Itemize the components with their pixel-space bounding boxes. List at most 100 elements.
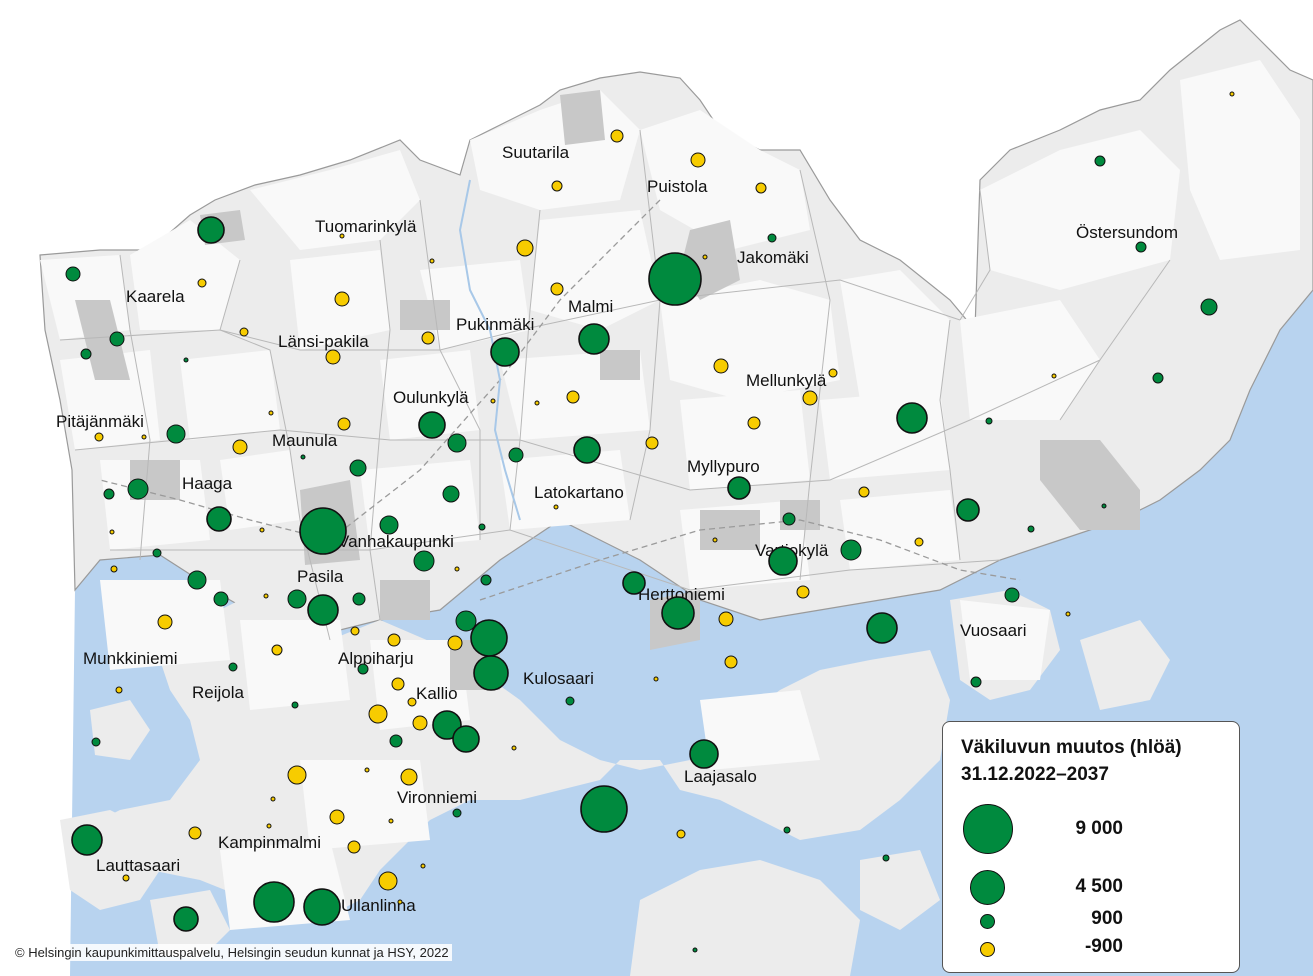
- decline-symbol: [645, 436, 659, 450]
- decline-symbol: [490, 398, 496, 404]
- growth-symbol: [197, 216, 225, 244]
- growth-symbol: [1152, 372, 1164, 384]
- decline-symbol: [263, 593, 269, 599]
- growth-symbol: [183, 357, 189, 363]
- growth-symbol: [782, 512, 796, 526]
- district-label: Pukinmäki: [456, 315, 534, 334]
- district-label: Kallio: [416, 684, 458, 703]
- decline-symbol: [271, 644, 283, 656]
- legend-item-9000: 9 000: [943, 804, 1239, 854]
- growth-symbol: [127, 478, 149, 500]
- growth-symbol: [622, 571, 646, 595]
- growth-symbol: [985, 417, 993, 425]
- decline-symbol: [747, 416, 761, 430]
- growth-symbol: [228, 662, 238, 672]
- growth-symbol: [303, 888, 341, 926]
- decline-symbol: [828, 368, 838, 378]
- district-label: Malmi: [568, 297, 613, 316]
- district-label: Alppiharju: [338, 649, 414, 668]
- district-label: Oulunkylä: [393, 388, 469, 407]
- decline-symbol: [420, 863, 426, 869]
- decline-symbol: [197, 278, 207, 288]
- decline-symbol: [339, 233, 345, 239]
- legend-symbol-900: [980, 914, 995, 929]
- decline-symbol: [266, 823, 272, 829]
- growth-symbol: [1200, 298, 1218, 316]
- growth-symbol: [1094, 155, 1106, 167]
- decline-symbol: [516, 239, 534, 257]
- growth-symbol: [287, 589, 307, 609]
- decline-symbol: [400, 768, 418, 786]
- legend: Väkiluvun muutos (hlöä) 31.12.2022–2037 …: [942, 721, 1240, 973]
- decline-symbol: [407, 697, 417, 707]
- legend-label-9000: 9 000: [1075, 818, 1123, 839]
- growth-symbol: [565, 696, 575, 706]
- decline-symbol: [724, 655, 738, 669]
- growth-symbol: [432, 710, 462, 740]
- district-label: Jakomäki: [737, 248, 809, 267]
- decline-symbol: [329, 809, 345, 825]
- decline-symbol: [429, 258, 435, 264]
- growth-symbol: [213, 591, 229, 607]
- district-label: Ullanlinna: [341, 896, 416, 915]
- growth-symbol: [413, 550, 435, 572]
- decline-symbol: [534, 400, 540, 406]
- decline-symbol: [378, 871, 398, 891]
- rail-lines: [99, 199, 1021, 601]
- growth-symbol: [478, 523, 486, 531]
- decline-symbol: [412, 715, 428, 731]
- decline-symbol: [188, 826, 202, 840]
- legend-label-minus900: -900: [1084, 936, 1123, 957]
- decline-symbol: [421, 331, 435, 345]
- growth-symbol: [970, 676, 982, 688]
- island-west: [90, 700, 150, 760]
- decline-symbol: [1051, 373, 1057, 379]
- decline-symbol: [702, 254, 708, 260]
- growth-symbol: [580, 785, 628, 833]
- decline-symbol: [109, 529, 115, 535]
- decline-symbol: [270, 796, 276, 802]
- legend-symbol-9000: [963, 804, 1013, 854]
- growth-symbol: [866, 612, 898, 644]
- growth-symbol: [1101, 503, 1107, 509]
- growth-symbol: [307, 594, 339, 626]
- growth-symbol: [442, 485, 460, 503]
- growth-symbol: [299, 507, 347, 555]
- growth-symbol: [447, 433, 467, 453]
- district-label: Mellunkylä: [746, 371, 827, 390]
- decline-symbol: [566, 390, 580, 404]
- district-label: Vuosaari: [960, 621, 1026, 640]
- decline-symbol: [364, 767, 370, 773]
- district-label: Herttoniemi: [638, 585, 725, 604]
- growth-symbol: [389, 734, 403, 748]
- legend-title: Väkiluvun muutos (hlöä) 31.12.2022–2037: [961, 734, 1182, 788]
- district-label: Kaarela: [126, 287, 185, 306]
- growth-symbol: [689, 739, 719, 769]
- decline-symbol: [268, 410, 274, 416]
- decline-symbol: [1229, 91, 1235, 97]
- decline-symbol: [802, 390, 818, 406]
- growth-symbol: [173, 906, 199, 932]
- decline-symbol: [653, 676, 659, 682]
- growth-symbol: [1135, 241, 1147, 253]
- growth-symbol: [253, 881, 295, 923]
- district-label: Haaga: [182, 474, 233, 493]
- decline-symbol: [1065, 611, 1071, 617]
- decline-symbol: [110, 565, 118, 573]
- district-label: Vanhakaupunki: [338, 532, 454, 551]
- decline-symbol: [553, 504, 559, 510]
- decline-symbol: [350, 626, 360, 636]
- growth-symbol: [65, 266, 81, 282]
- legend-label-4500: 4 500: [1075, 876, 1123, 897]
- district-label: Östersundom: [1076, 223, 1178, 242]
- growth-symbol: [418, 411, 446, 439]
- growth-symbol: [896, 402, 928, 434]
- growth-symbol: [783, 826, 791, 834]
- decline-symbol: [387, 633, 401, 647]
- growth-symbol: [573, 436, 601, 464]
- growth-symbol: [840, 539, 862, 561]
- growth-symbol: [956, 498, 980, 522]
- growth-symbol: [578, 323, 610, 355]
- growth-symbol: [300, 454, 306, 460]
